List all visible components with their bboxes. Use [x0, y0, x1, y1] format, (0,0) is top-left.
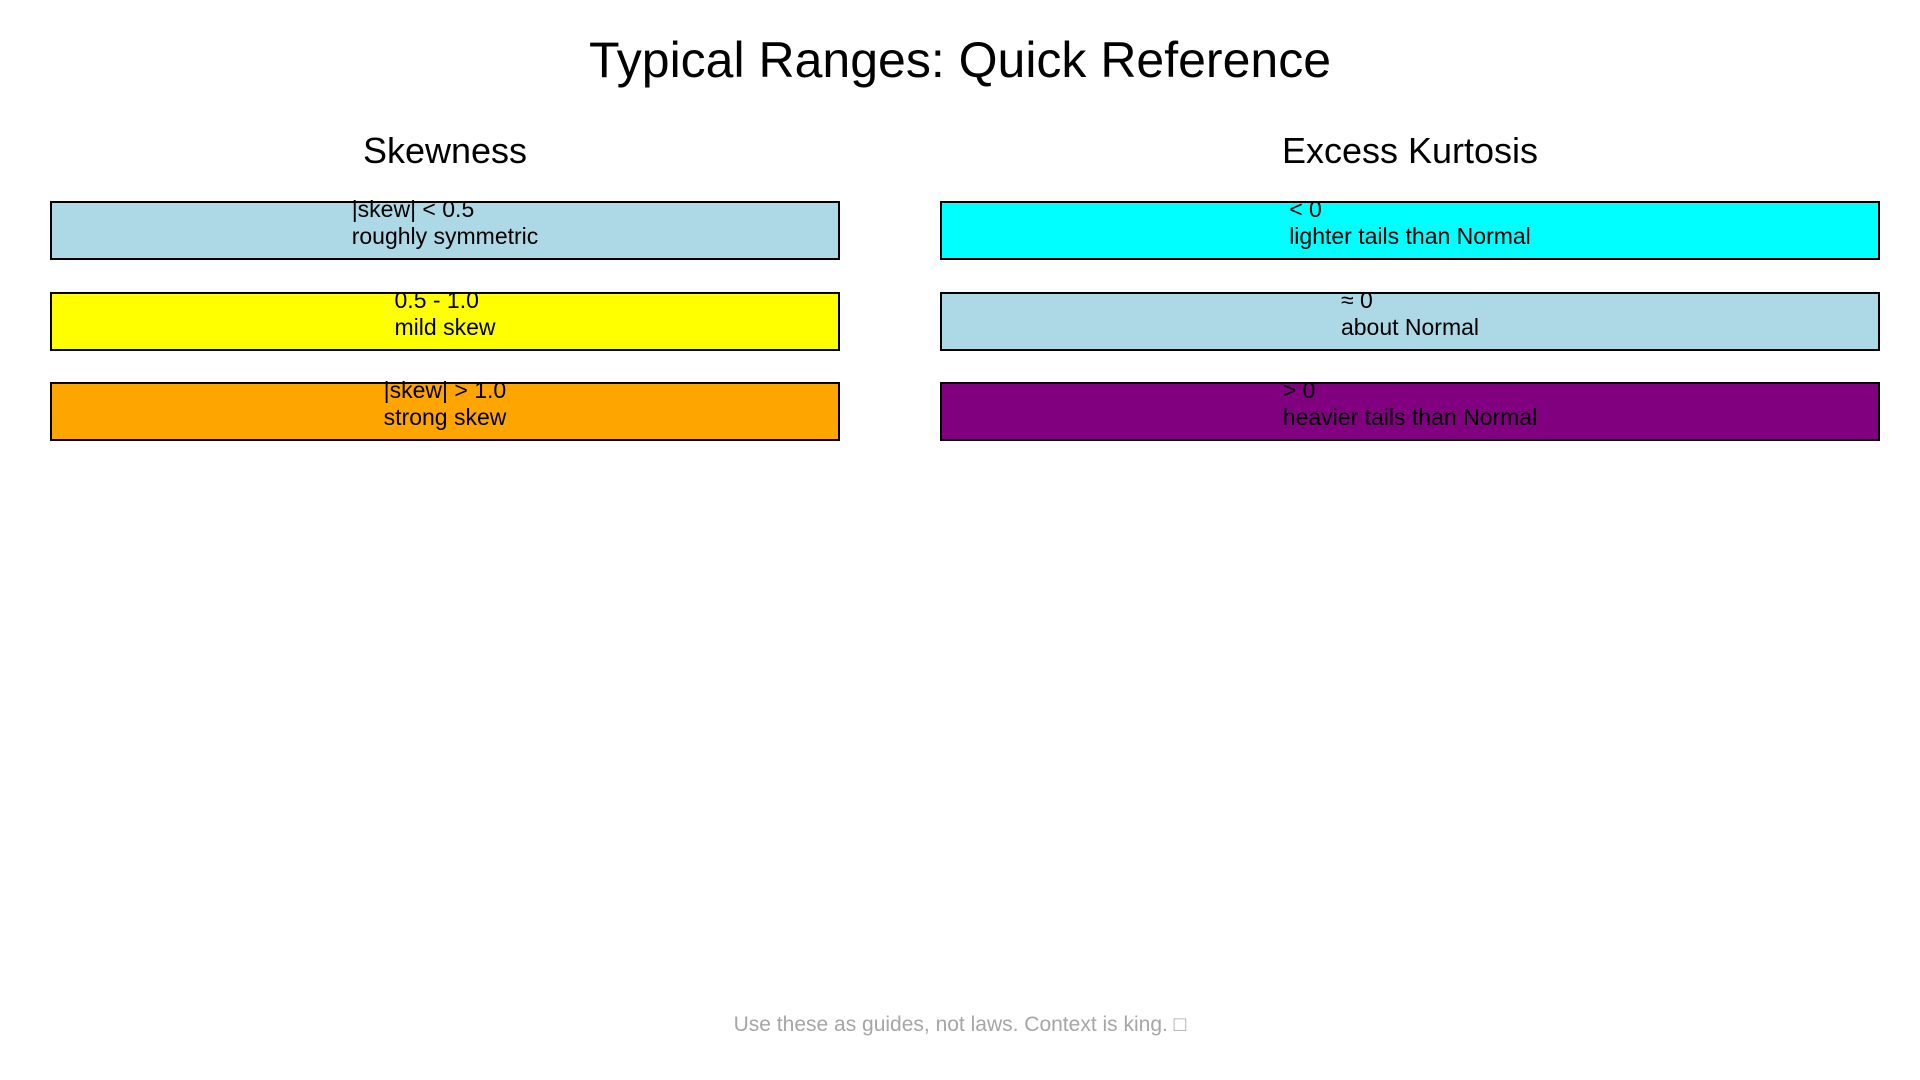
skewness-box-text: |skew| > 1.0 strong skew	[384, 377, 507, 431]
range-label: < 0	[1289, 196, 1322, 222]
range-label: |skew| < 0.5	[351, 196, 475, 222]
kurtosis-box-lighter: < 0 lighter tails than Normal	[940, 196, 1880, 260]
description-label: about Normal	[1340, 314, 1480, 340]
range-label: ≈ 0	[1340, 287, 1373, 313]
skewness-heading: Skewness	[362, 130, 528, 171]
description-label: lighter tails than Normal	[1289, 223, 1531, 249]
kurtosis-box-heavier: > 0 heavier tails than Normal	[940, 377, 1880, 441]
range-label: |skew| > 1.0	[383, 377, 507, 403]
kurtosis-box-text: < 0 lighter tails than Normal	[1289, 196, 1531, 250]
range-label: > 0	[1282, 377, 1316, 403]
description-label: mild skew	[394, 314, 496, 340]
kurtosis-box-text: > 0 heavier tails than Normal	[1283, 377, 1537, 431]
description-label: heavier tails than Normal	[1282, 404, 1538, 430]
kurtosis-box-text: ≈ 0 about Normal	[1341, 287, 1479, 341]
description-label: strong skew	[383, 404, 507, 430]
description-label: roughly symmetric	[351, 223, 539, 249]
skewness-box-strong: |skew| > 1.0 strong skew	[50, 377, 840, 441]
skewness-box-text: |skew| < 0.5 roughly symmetric	[352, 196, 539, 250]
footer-note: Use these as guides, not laws. Context i…	[733, 1013, 1187, 1036]
kurtosis-box-normal: ≈ 0 about Normal	[940, 287, 1880, 351]
skewness-box-symmetric: |skew| < 0.5 roughly symmetric	[50, 196, 840, 260]
page-title: Typical Ranges: Quick Reference	[588, 32, 1332, 88]
range-label: 0.5 - 1.0	[394, 287, 479, 313]
kurtosis-heading: Excess Kurtosis	[1281, 130, 1539, 171]
skewness-box-mild: 0.5 - 1.0 mild skew	[50, 287, 840, 351]
skewness-box-text: 0.5 - 1.0 mild skew	[395, 287, 496, 341]
